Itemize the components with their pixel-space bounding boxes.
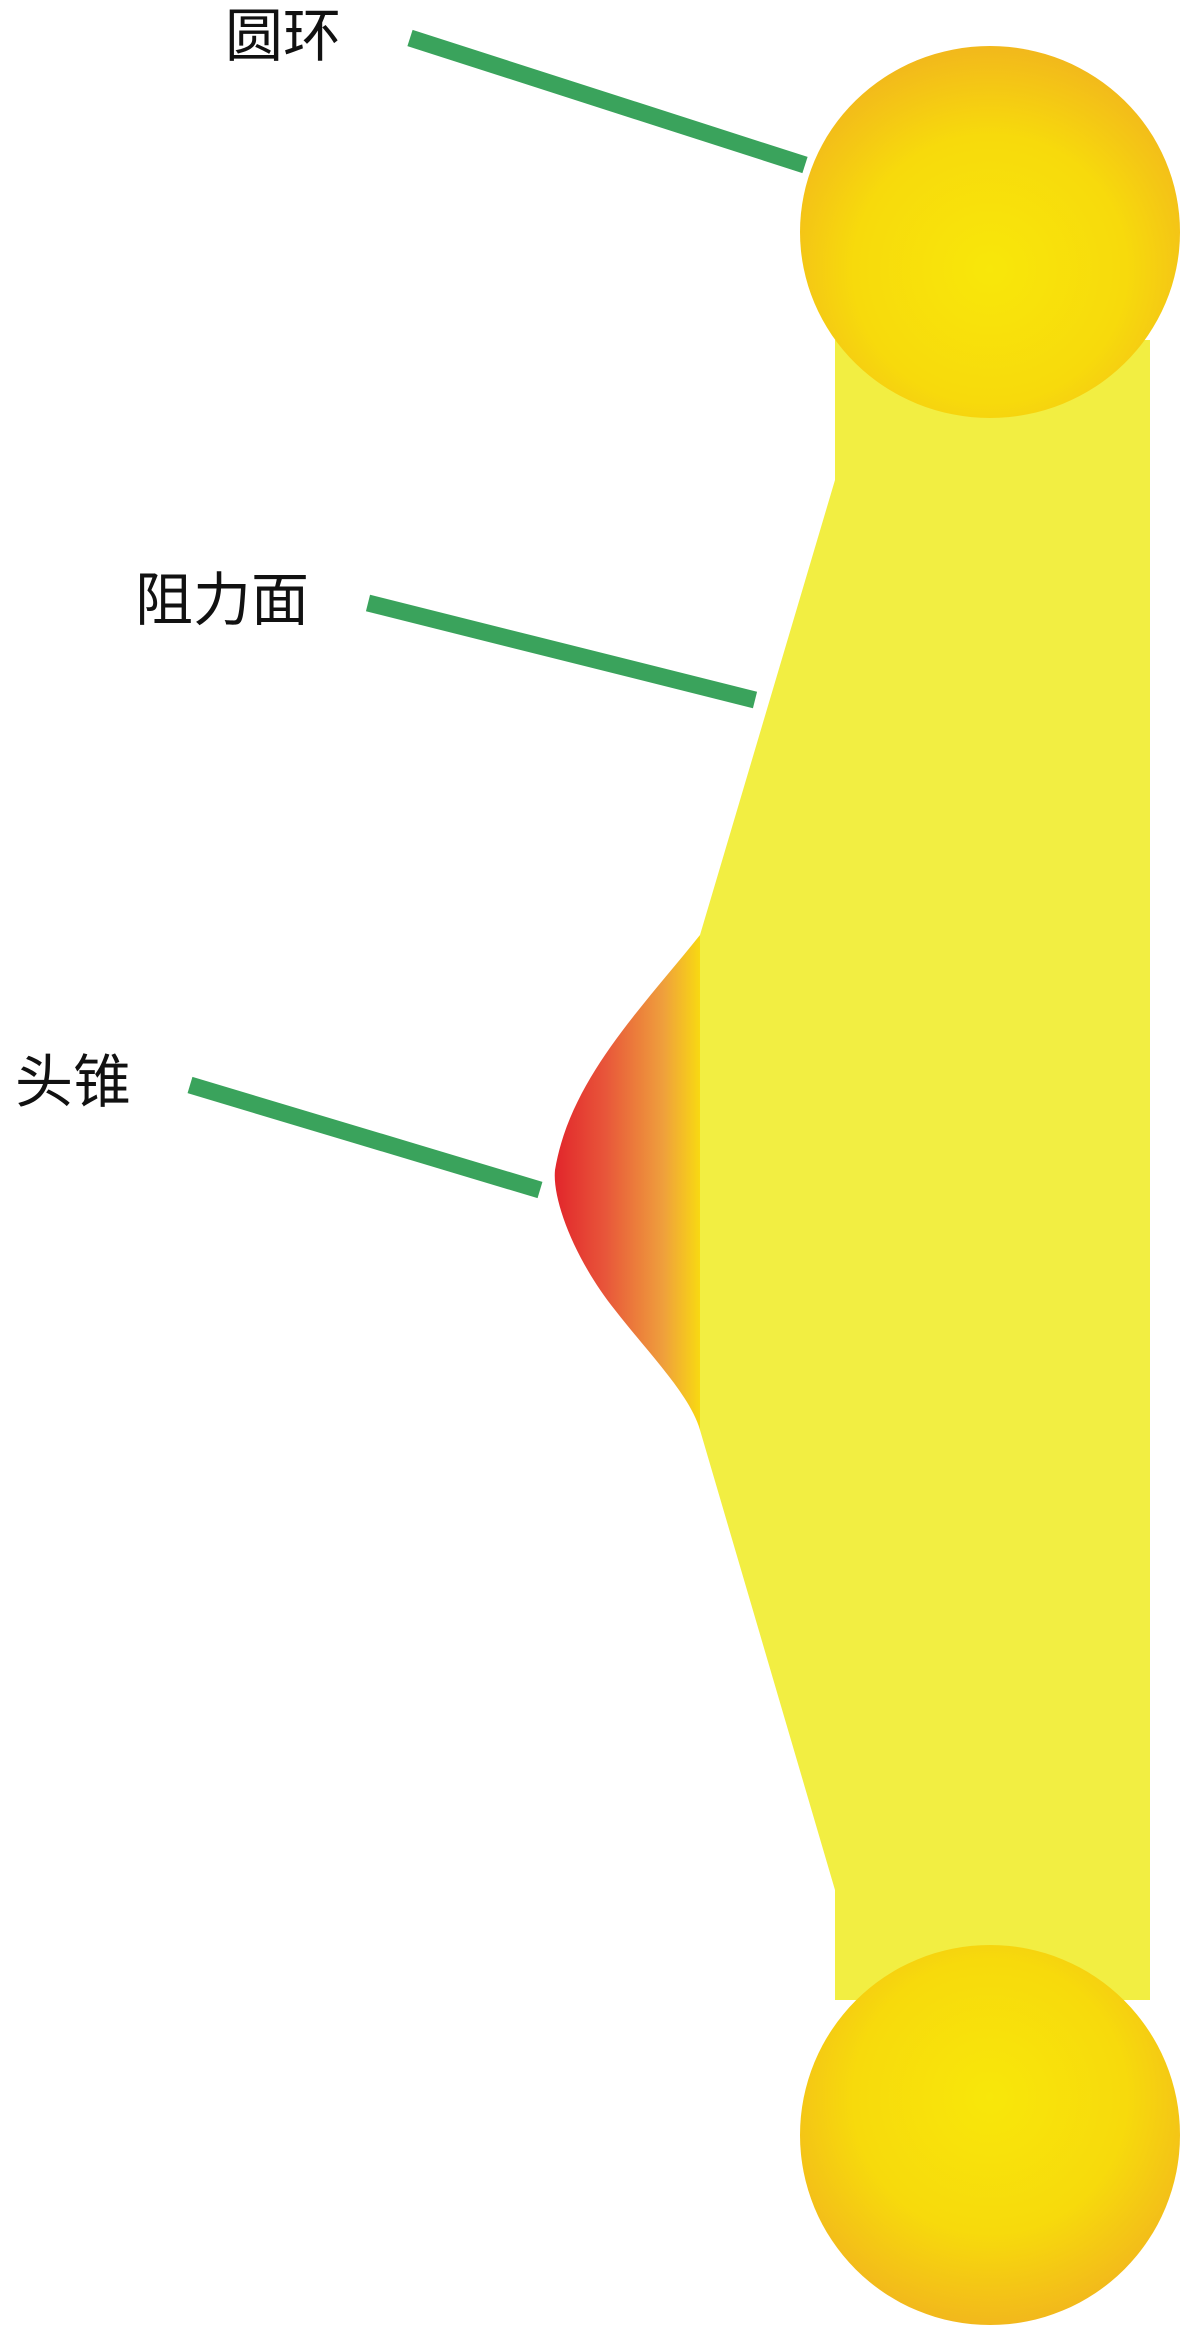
drag-surface-label: 阻力面 bbox=[135, 566, 309, 634]
ring-label: 圆环 bbox=[225, 2, 341, 70]
top-ring bbox=[800, 46, 1180, 418]
drag-surface-leader-line bbox=[365, 594, 758, 709]
bottom-ring bbox=[800, 1945, 1180, 2325]
ring-leader-line bbox=[407, 29, 808, 174]
head-cone-shape bbox=[554, 935, 700, 1430]
drag-surface-body bbox=[700, 340, 1150, 2000]
head-cone-label: 头锥 bbox=[15, 1048, 131, 1116]
head-cone-leader-line bbox=[187, 1076, 543, 1199]
